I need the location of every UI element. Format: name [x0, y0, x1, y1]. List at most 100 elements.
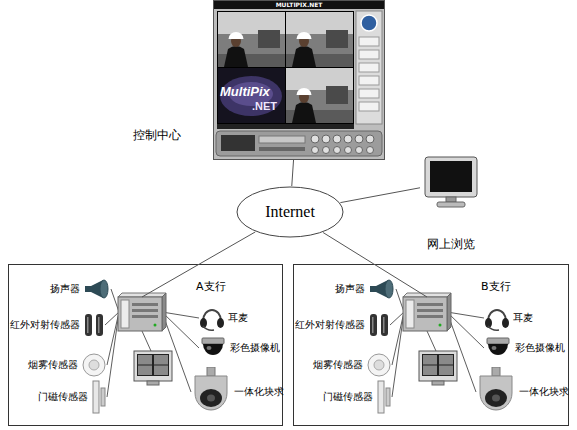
cloud-outline — [237, 187, 343, 237]
ir-icon — [368, 312, 390, 338]
node-label: 彩色摄像机 — [515, 341, 565, 355]
dome-shell — [488, 344, 508, 355]
door-switch — [101, 388, 105, 406]
dvr-front — [403, 297, 447, 331]
monitor-wire — [142, 331, 151, 351]
round-button — [356, 147, 363, 154]
monitor-wire — [427, 331, 436, 351]
ir-receiver — [96, 314, 103, 336]
ball-window — [200, 389, 222, 407]
speaker-bell — [100, 280, 108, 298]
ellipse-node: Internet — [236, 186, 344, 238]
node-label: 烟雾传感器 — [313, 358, 363, 372]
smoke-icon — [81, 352, 107, 378]
smoke-center — [89, 360, 99, 370]
dvr-front — [118, 297, 162, 331]
ir-highlight — [383, 317, 385, 333]
panel-button — [359, 50, 379, 59]
network-link — [340, 188, 420, 203]
dome-icon — [484, 335, 512, 361]
local-monitor-view — [154, 355, 168, 365]
device-node: 红外对射传感器 — [294, 311, 390, 339]
node-label: 红外对射传感器 — [10, 318, 80, 332]
device-node: 门磁传感器 — [308, 379, 392, 415]
dome-shell — [203, 344, 223, 355]
local-monitor-view — [439, 355, 453, 365]
dvr-slot — [417, 303, 443, 306]
video-bg — [286, 68, 353, 123]
dome-highlight — [207, 346, 212, 350]
video-person-helmet — [297, 88, 312, 95]
panel-button — [359, 76, 379, 85]
dome-icon — [199, 335, 227, 361]
local-monitor-view — [138, 355, 152, 365]
node-label: 耳麦 — [513, 311, 533, 325]
ball-mount — [492, 367, 500, 376]
door-magnet — [93, 381, 99, 413]
dvr-slot — [417, 315, 443, 318]
dome-base — [202, 338, 224, 344]
logo-glow — [220, 76, 282, 116]
dvr-bay — [121, 300, 129, 328]
ball-window — [485, 389, 507, 407]
local-monitor-view — [423, 355, 437, 365]
monitor-base — [437, 202, 465, 207]
video-bg — [218, 12, 285, 67]
panel-button — [359, 89, 379, 98]
video-person-body — [292, 46, 316, 67]
ball-body — [195, 376, 227, 410]
monitor-frame — [425, 157, 477, 197]
window-frame — [214, 1, 385, 160]
dvr-slot — [132, 309, 158, 312]
node-label: 彩色摄像机 — [230, 341, 280, 355]
video-area — [217, 11, 354, 124]
panel-logo — [361, 15, 377, 31]
headset-mic — [488, 326, 499, 330]
video-bg — [286, 12, 353, 67]
device-wire — [162, 312, 199, 348]
node-label: B支行 — [481, 279, 511, 294]
network-link — [292, 160, 294, 186]
dvr-bay — [406, 300, 414, 328]
node-label: 一体化块求 — [234, 385, 284, 399]
device-wire — [392, 312, 404, 397]
smoke-body — [83, 354, 105, 376]
screen-text: MultiPix — [220, 84, 270, 99]
monitor-icon — [423, 156, 479, 208]
dvr-top — [118, 293, 166, 297]
node-label: 耳麦 — [228, 311, 248, 325]
node-label: 网上浏览 — [420, 236, 482, 253]
status-display — [221, 135, 255, 151]
panel-button — [359, 63, 379, 72]
headset-ear — [502, 318, 509, 328]
screen-text: .NET — [252, 100, 277, 112]
round-button — [345, 147, 352, 154]
round-button — [344, 135, 352, 143]
device-node: 烟雾传感器 — [23, 351, 107, 379]
dome-base — [487, 338, 509, 344]
camera-view — [218, 12, 285, 67]
video-screen — [258, 30, 280, 48]
link-lead — [374, 264, 427, 297]
device-node: 一体化块求 — [476, 365, 568, 419]
local-monitor-base — [147, 381, 159, 385]
dvr-side — [447, 293, 451, 331]
dome-highlight — [492, 346, 497, 350]
ball-body — [480, 376, 512, 410]
monitor-node: 网上浏览 — [420, 156, 482, 252]
round-button — [333, 135, 341, 143]
speaker-icon — [83, 279, 111, 299]
ir-receiver — [381, 314, 388, 336]
caption-strip — [217, 124, 354, 129]
slider — [259, 147, 305, 151]
speaker-bell — [385, 280, 393, 298]
node-label: 门磁传感器 — [38, 390, 88, 404]
node-label: 一体化块求 — [519, 385, 569, 399]
control-panel — [356, 11, 382, 124]
dvr-slot — [132, 303, 158, 306]
dvr-software-screenshot — [213, 0, 385, 160]
dvr-slot — [132, 315, 158, 318]
node-label: 门磁传感器 — [323, 390, 373, 404]
node-label: 烟雾传感器 — [28, 358, 78, 372]
camera-view — [286, 68, 353, 123]
